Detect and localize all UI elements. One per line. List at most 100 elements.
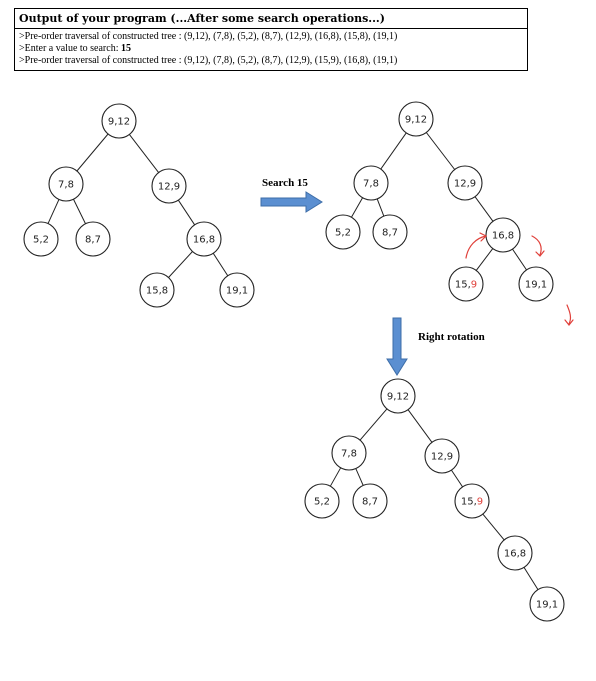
program-output-box: Output of your program (...After some se… [14,8,528,71]
searched-node-label: 19,1 [525,280,547,291]
rotated-node-n8: 8,7 [352,483,388,519]
rotated-node-label: 5,2 [314,497,330,508]
initial-node-n16: 16,8 [186,221,222,257]
initial-edge-n7-n5 [47,199,60,224]
searched-node-n19: 19,1 [518,266,554,302]
initial-node-n15: 15,8 [139,272,175,308]
searched-node-circle [398,101,434,137]
initial-node-label: 12,9 [158,182,180,193]
searched-node-circle [518,266,554,302]
rotated-node-label: 19,1 [536,600,558,611]
initial-node-circle [48,166,84,202]
rotated-node-circle [529,586,565,622]
searched-node-n15: 15,9 [448,266,484,302]
searched-node-label: 8,7 [382,228,398,239]
searched-node-circle [325,214,361,250]
searched-edge-n7-n5 [351,197,363,218]
rotated-node-n15: 15,9 [454,483,490,519]
searched-node-n8: 8,7 [372,214,408,250]
searched-edge-n9-n12 [425,132,456,170]
initial-node-circle [23,221,59,257]
initial-node-circle [219,272,255,308]
rotated-node-n16: 16,8 [497,535,533,571]
rotation-arrow-icon [386,317,408,376]
initial-node-label: 7,8 [58,180,74,191]
searched-node-circle [448,266,484,302]
initial-edge-n9-n7 [76,133,109,172]
rotated-edge-n9-n7 [359,408,388,441]
searched-node-label: 9,12 [405,115,427,126]
initial-node-circle [186,221,222,257]
initial-edge-n16-n19 [212,253,229,276]
initial-node-circle [139,272,175,308]
search-arrow-icon [260,191,323,213]
searched-node-n7: 7,8 [353,165,389,201]
initial-node-label: 8,7 [85,235,101,246]
initial-node-label: 19,1 [226,286,248,297]
initial-node-n9: 9,12 [101,103,137,139]
rotated-node-n19: 19,1 [529,586,565,622]
rotated-node-n12: 12,9 [424,438,460,474]
rotated-node-label: 8,7 [362,497,378,508]
initial-node-label: 5,2 [33,235,49,246]
searched-node-circle [485,217,521,253]
tree-edges [47,132,539,590]
output-body: >Pre-order traversal of constructed tree… [15,29,527,70]
rotated-node-label: 9,12 [387,392,409,403]
searched-node-circle [372,214,408,250]
rotated-node-label: 12,9 [431,452,453,463]
rotated-node-circle [380,378,416,414]
rotated-node-label: 15,9 [461,497,483,508]
search-operation-label: Search 15 [262,177,308,189]
output-title: Output of your program (...After some se… [15,9,527,29]
output-line-traversal-after: >Pre-order traversal of constructed tree… [19,55,398,66]
rotated-edge-n16-n19 [523,567,539,590]
searched-edge-n16-n15 [475,248,494,271]
rotated-edge-n12-n15 [451,469,463,488]
rotated-edge-n7-n8 [355,468,364,486]
rotated-edge-n15-n16 [482,513,505,541]
searched-node-label: 12,9 [454,179,476,190]
rotated-node-circle [331,435,367,471]
searched-node-label: 16,8 [492,231,514,242]
searched-edge-n7-n8 [376,198,385,217]
initial-node-n8: 8,7 [75,221,111,257]
search-prompt: >Enter a value to search: [19,43,121,54]
rotated-node-n5: 5,2 [304,483,340,519]
initial-node-label: 16,8 [193,235,215,246]
initial-edge-n7-n8 [73,199,86,224]
rotated-node-n7: 7,8 [331,435,367,471]
initial-edge-n12-n16 [177,199,196,226]
searched-node-label: 7,8 [363,179,379,190]
searched-edge-n9-n7 [380,132,407,170]
initial-node-n12: 12,9 [151,168,187,204]
rotated-edge-n7-n5 [329,467,342,487]
searched-edge-n16-n19 [512,248,527,271]
rotated-node-circle [304,483,340,519]
initial-edge-n9-n12 [128,134,160,173]
searched-node-n12: 12,9 [447,165,483,201]
searched-node-label: 15,9 [455,280,477,291]
rotation-hint-arrows-icon [465,232,574,326]
searched-node-label: 5,2 [335,228,351,239]
searched-node-n5: 5,2 [325,214,361,250]
rotated-node-circle [454,483,490,519]
initial-node-label: 9,12 [108,117,130,128]
initial-node-circle [75,221,111,257]
rotated-node-label: 16,8 [504,549,526,560]
rotated-node-circle [352,483,388,519]
rotated-edge-n9-n12 [407,409,433,443]
rotated-node-circle [424,438,460,474]
rotated-node-label: 7,8 [341,449,357,460]
rotated-node-n9: 9,12 [380,378,416,414]
rotated-node-circle [497,535,533,571]
searched-node-circle [447,165,483,201]
initial-node-circle [151,168,187,204]
searched-node-circle [353,165,389,201]
output-line-traversal-before: >Pre-order traversal of constructed tree… [19,31,398,42]
initial-edge-n16-n15 [168,251,193,278]
initial-node-n7: 7,8 [48,166,84,202]
tree-nodes: 9,12 7,8 12,9 5,2 8,7 16,8 15,8 19,1 9,12 7,8 12,9… [23,101,565,622]
initial-node-circle [101,103,137,139]
